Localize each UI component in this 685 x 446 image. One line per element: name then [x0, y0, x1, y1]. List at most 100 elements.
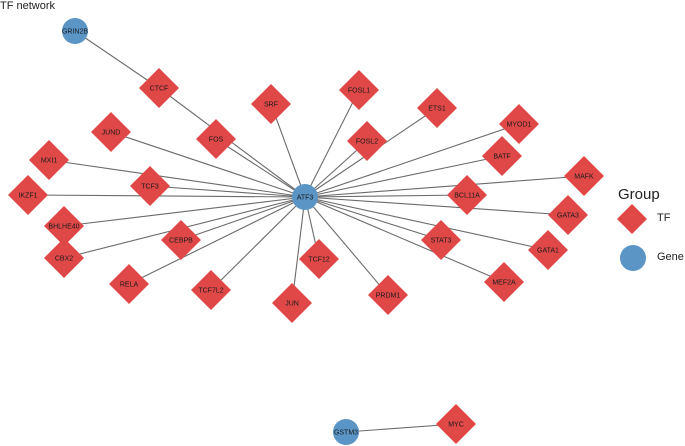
node-myc: MYC: [436, 404, 476, 444]
legend-shapes: [617, 204, 647, 271]
node-gstm3: GSTM3: [333, 419, 359, 445]
edge-fosl1-atf3: [304, 89, 360, 198]
node-label: RELA: [120, 282, 139, 289]
node-atf3: ATF3: [292, 184, 318, 210]
tf-node-diamond: [29, 140, 69, 180]
tf-node-diamond: [528, 230, 568, 270]
edge-stat3-atf3: [304, 196, 442, 241]
edge-batf-atf3: [304, 155, 503, 198]
node-label: MYOD1: [507, 122, 532, 129]
node-label: FOSL1: [348, 88, 370, 95]
tf-node-diamond: [421, 220, 461, 260]
edge-tcf3-atf3: [149, 185, 306, 198]
tf-node-diamond: [299, 239, 339, 279]
node-rela: RELA: [109, 264, 149, 304]
node-cebpb: CEBPB: [161, 220, 201, 260]
network-title: TF network: [0, 0, 56, 12]
node-label: CTCF: [150, 86, 169, 93]
tf-node-diamond: [44, 206, 84, 246]
tf-node-diamond: [272, 283, 312, 323]
edge-mafk-atf3: [304, 175, 585, 198]
tf-node-diamond: [368, 275, 408, 315]
tf-node-diamond: [191, 270, 231, 310]
node-label: FOSL2: [356, 139, 378, 146]
edge-jund-atf3: [110, 131, 306, 198]
edge-layer: [27, 30, 585, 433]
legend-label-gene: Gene: [657, 251, 684, 263]
node-fosl2: FOSL2: [347, 121, 387, 161]
node-label: JUN: [285, 301, 299, 308]
edge-srf-atf3: [270, 103, 306, 198]
node-label: SRF: [264, 102, 278, 109]
edge-tcf7l2-atf3: [210, 196, 306, 291]
tf-node-diamond: [417, 88, 457, 128]
node-label: TCF7L2: [198, 288, 223, 295]
node-ctcf: CTCF: [139, 68, 179, 108]
edge-ikzf1-atf3: [27, 194, 306, 198]
node-label: CBX2: [55, 256, 73, 263]
gene-node-circle: [292, 184, 318, 210]
node-label: GATA3: [557, 213, 579, 220]
tf-node-diamond: [564, 156, 604, 196]
edge-grin2b-ctcf: [74, 30, 160, 89]
tf-node-diamond: [139, 68, 179, 108]
node-bcl11a: BCL11A: [447, 175, 487, 215]
tf-node-diamond: [347, 121, 387, 161]
node-tcf3: TCF3: [130, 166, 170, 206]
edge-mef2a-atf3: [304, 196, 505, 283]
node-layer: ATF3 GRIN2B GSTM3 CTCF SRF FOSL1ETS1MYOD1JUND…: [8, 18, 604, 445]
node-label: PRDM1: [376, 293, 401, 300]
node-label: ETS1: [428, 106, 446, 113]
tf-node-diamond: [499, 104, 539, 144]
node-cbx2: CBX2: [44, 238, 84, 278]
legend-title: Group: [618, 186, 660, 203]
tf-node-diamond: [482, 136, 522, 176]
tf-node-diamond: [484, 262, 524, 302]
legend-label-tf: TF: [657, 212, 671, 224]
tf-node-diamond: [161, 220, 201, 260]
node-fos: FOS: [196, 119, 236, 159]
edge-prdm1-atf3: [304, 196, 389, 296]
node-label: BHLHE40: [48, 224, 79, 231]
node-mef2a: MEF2A: [484, 262, 524, 302]
tf-node-diamond: [548, 195, 588, 235]
gene-node-circle: [333, 419, 359, 445]
node-label: GATA1: [537, 248, 559, 255]
tf-node-diamond: [130, 166, 170, 206]
node-label: TCF3: [141, 184, 159, 191]
node-jun: JUN: [272, 283, 312, 323]
node-stat3: STAT3: [421, 220, 461, 260]
node-srf: SRF: [251, 84, 291, 124]
node-label: IKZF1: [18, 193, 37, 200]
node-label: STAT3: [431, 238, 452, 245]
node-myod1: MYOD1: [499, 104, 539, 144]
node-label: CEBPB: [169, 238, 193, 245]
node-label: JUND: [102, 130, 121, 137]
node-label: MXI1: [41, 158, 57, 165]
tf-node-diamond: [251, 84, 291, 124]
legend-tf-diamond: [617, 204, 647, 234]
tf-node-diamond: [436, 404, 476, 444]
node-mxi1: MXI1: [29, 140, 69, 180]
node-label: TCF12: [308, 257, 330, 264]
node-grin2b: GRIN2B: [62, 18, 88, 44]
node-mafk: MAFK: [564, 156, 604, 196]
node-label: GSTM3: [334, 430, 358, 437]
tf-node-diamond: [339, 70, 379, 110]
node-tcf12: TCF12: [299, 239, 339, 279]
edge-bcl11a-atf3: [304, 194, 468, 198]
node-label: GRIN2B: [62, 29, 88, 36]
node-gata1: GATA1: [528, 230, 568, 270]
edge-cebpb-atf3: [180, 196, 306, 241]
node-label: MAFK: [574, 174, 594, 181]
gene-node-circle: [62, 18, 88, 44]
edge-myod1-atf3: [304, 123, 520, 198]
legend-gene-circle: [620, 245, 646, 271]
node-fosl1: FOSL1: [339, 70, 379, 110]
node-tcf7l2: TCF7L2: [191, 270, 231, 310]
node-batf: BATF: [482, 136, 522, 176]
edge-rela-atf3: [128, 196, 306, 285]
edge-bhlhe40-atf3: [63, 196, 306, 227]
node-prdm1: PRDM1: [368, 275, 408, 315]
